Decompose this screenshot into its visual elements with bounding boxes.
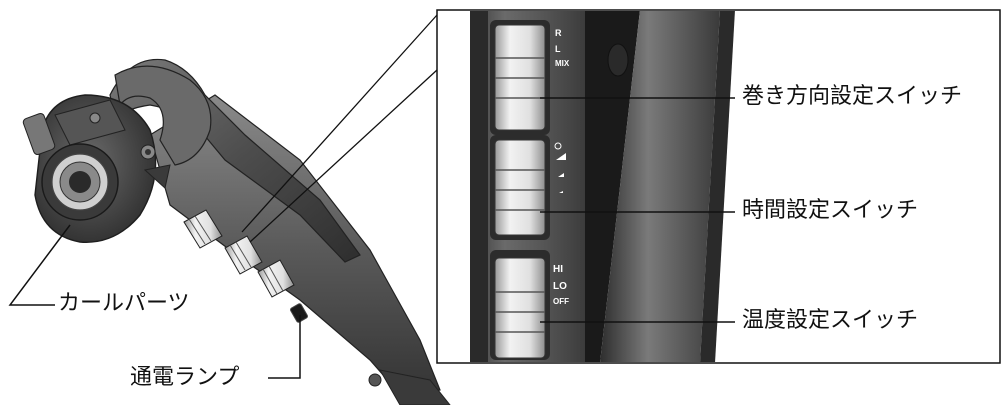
curler-illustration	[22, 58, 452, 406]
timer-icon	[554, 142, 562, 150]
level-low-icon	[559, 191, 563, 193]
zoom-inset: R L MIX	[436, 9, 1001, 364]
marking-mix: MIX	[555, 59, 570, 68]
zoom-line-bottom	[249, 69, 438, 243]
marking-off: OFF	[553, 297, 569, 306]
label-time-switch: 時間設定スイッチ	[742, 198, 919, 223]
inset-switch-direction: R L MIX	[490, 20, 570, 135]
marking-r: R	[555, 28, 562, 38]
handle-switch-direction	[183, 209, 223, 249]
label-power-lamp: 通電ランプ	[130, 365, 240, 390]
inset-switch-time	[490, 135, 566, 240]
handle-switch-temp	[257, 259, 295, 298]
level-mid-icon	[558, 173, 564, 177]
marking-l: L	[555, 44, 561, 54]
handle-switch-time	[224, 235, 263, 275]
inset-switch-temperature: HI LO OFF	[490, 250, 569, 360]
label-curl-part: カールパーツ	[58, 291, 190, 316]
level-high-icon	[556, 153, 566, 160]
leader-curl-part	[8, 224, 71, 306]
label-temp-switch: 温度設定スイッチ	[742, 308, 919, 333]
label-direction-switch: 巻き方向設定スイッチ	[742, 84, 963, 109]
marking-hi: HI	[553, 264, 563, 275]
leader-power-lamp	[268, 315, 301, 379]
marking-lo: LO	[553, 281, 567, 292]
zoom-line-top	[241, 14, 438, 233]
power-lamp-shape	[290, 303, 308, 323]
